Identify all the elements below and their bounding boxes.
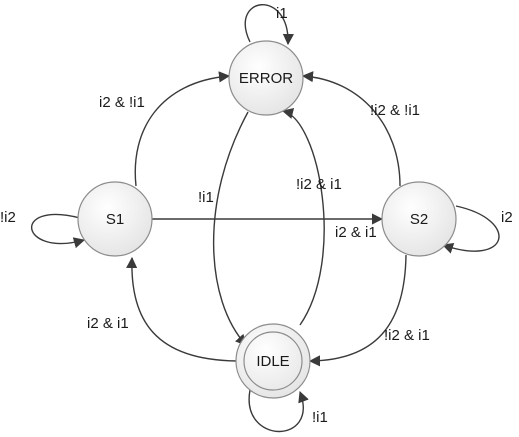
state-error-label: ERROR: [239, 70, 293, 87]
edge-error-self: [244, 4, 294, 46]
label-error-to-idle: !i1: [198, 189, 214, 206]
label-s1-to-s2: i2 & i1: [335, 224, 377, 241]
edge-s1-self: [30, 213, 86, 249]
state-error[interactable]: ERROR: [228, 40, 304, 116]
edge-s2-to-error: [301, 71, 401, 187]
label-idle-self: !i1: [312, 409, 328, 426]
edge-idle-self: [248, 389, 309, 433]
state-idle-label: IDLE: [256, 353, 289, 370]
label-s1-self: !i2: [0, 209, 16, 226]
label-s1-to-error: i2 & !i1: [99, 94, 145, 111]
state-s2-label: S2: [410, 211, 428, 228]
edge-error-to-idle: [212, 111, 249, 346]
state-s1[interactable]: S1: [77, 181, 153, 257]
label-idle-to-s1: i2 & i1: [87, 315, 129, 332]
label-error-self: i1: [276, 5, 288, 22]
edge-s2-self: [441, 205, 500, 254]
label-s2-self: i2: [501, 209, 513, 226]
state-idle-accept-ring: [243, 331, 303, 391]
label-idle-to-error: !i2 & i1: [296, 176, 342, 193]
state-idle[interactable]: IDLE: [235, 323, 311, 399]
edge-idle-to-error: [281, 107, 325, 326]
state-s2[interactable]: S2: [381, 181, 457, 257]
edge-idle-to-s1: [126, 256, 238, 362]
edge-s1-to-error: [134, 71, 231, 187]
label-s2-to-error: !i2 & !i1: [370, 102, 420, 119]
state-s1-label: S1: [106, 211, 124, 228]
label-s2-to-idle: !i2 & i1: [384, 327, 430, 344]
edge-s2-to-idle: [308, 254, 407, 367]
